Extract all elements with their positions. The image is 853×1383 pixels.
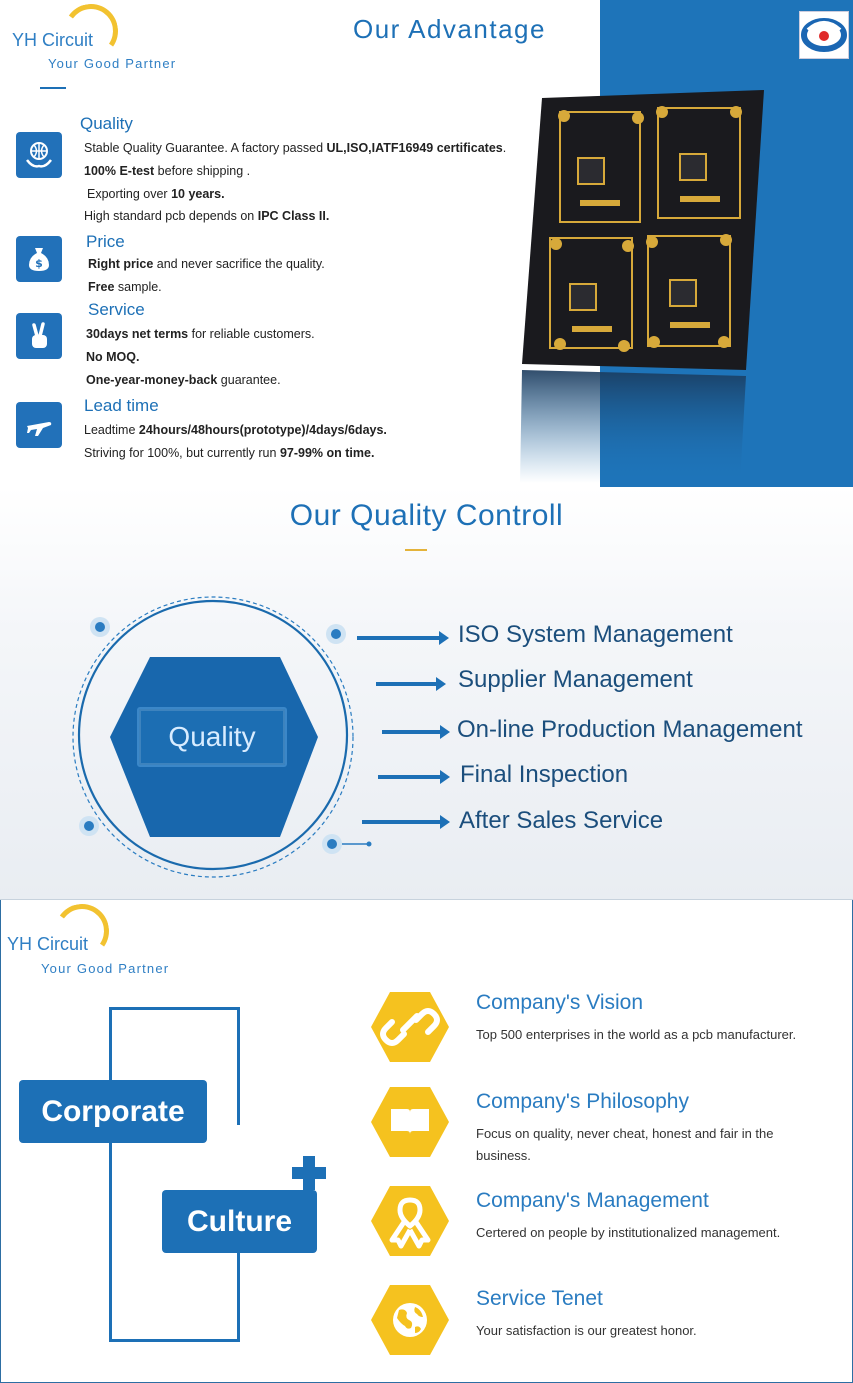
culture-heading: Company's Management [476, 1189, 709, 1212]
plus-icon [292, 1156, 326, 1190]
advantage-title: Our Advantage [353, 14, 546, 44]
globe-hands-icon [16, 132, 62, 178]
feature-line: Striving for 100%, but currently run 97-… [84, 446, 375, 460]
corporate-label: Corporate [19, 1080, 207, 1143]
feature-line: Leadtime 24hours/48hours(prototype)/4day… [84, 423, 387, 437]
corner-logo-icon [799, 11, 849, 59]
bracket-line [109, 1007, 112, 1342]
arrow-icon [376, 677, 446, 691]
quality-control-section: Our Quality Controll Quality ISO System … [0, 487, 853, 900]
feature-line: Free sample. [88, 280, 162, 294]
bracket-line [109, 1007, 240, 1010]
feature-line: Right price and never sacrifice the qual… [88, 257, 325, 271]
feature-line: One-year-money-back guarantee. [86, 373, 281, 387]
feature-line: Exporting over 10 years. [87, 187, 225, 201]
culture-heading: Company's Philosophy [476, 1090, 689, 1113]
brand-logo: YH Circuit Your Good Partner [7, 900, 207, 984]
orbit-dot-icon [79, 617, 372, 854]
victory-hand-icon [16, 313, 62, 359]
airplane-icon [16, 402, 62, 448]
qc-item-final-inspection: Final Inspection [460, 761, 629, 788]
qc-item-online-production: On-line Production Management [457, 716, 803, 743]
arrow-icon [362, 815, 450, 829]
feature-line: 100% E-test before shipping . [84, 164, 251, 178]
bracket-line [109, 1339, 240, 1342]
chain-link-icon [371, 992, 449, 1062]
feature-line: Stable Quality Guarantee. A factory pass… [84, 141, 507, 155]
brand-tagline: Your Good Partner [48, 56, 177, 71]
advantage-section: YH Circuit Your Good Partner Our Advanta… [0, 0, 853, 487]
logo-underline [40, 87, 66, 89]
culture-heading: Company's Vision [476, 991, 644, 1014]
arrow-icon [357, 631, 449, 645]
quality-center-label: Quality [137, 707, 287, 767]
feature-line: No MOQ. [86, 350, 140, 364]
quality-diagram [72, 596, 372, 878]
feature-heading-quality: Quality [80, 114, 133, 133]
feature-line: High standard pcb depends on IPC Class I… [84, 209, 330, 223]
feature-heading-lead-time: Lead time [84, 396, 159, 415]
ribbon-icon [371, 1186, 449, 1256]
culture-heading: Service Tenet [476, 1287, 603, 1310]
brand-logo: YH Circuit Your Good Partner [12, 0, 212, 84]
quality-control-title: Our Quality Controll [289, 499, 564, 532]
feature-heading-price: Price [86, 232, 125, 251]
money-bag-icon: $ [16, 236, 62, 282]
corporate-culture-section: YH Circuit Your Good Partner Corporate C… [0, 900, 853, 1383]
bracket-line [237, 1252, 240, 1342]
bracket-line [237, 1007, 240, 1125]
feature-heading-service: Service [88, 300, 145, 319]
qc-item-iso: ISO System Management [458, 621, 733, 648]
qc-item-after-sales: After Sales Service [459, 807, 664, 834]
brand-name: YH Circuit [7, 934, 89, 954]
brand-name: YH Circuit [12, 30, 94, 50]
feature-line: 30days net terms for reliable customers. [86, 327, 315, 341]
title-accent-line [405, 549, 427, 551]
pcb-board-image [520, 88, 768, 483]
open-book-icon [371, 1087, 449, 1157]
globe-icon [371, 1285, 449, 1355]
brand-tagline: Your Good Partner [41, 961, 170, 976]
culture-text: Certered on people by institutionalized … [476, 1225, 781, 1240]
culture-text: Top 500 enterprises in the world as a pc… [476, 1027, 797, 1042]
qc-item-supplier: Supplier Management [458, 666, 693, 693]
arrow-icon [378, 770, 450, 784]
arrow-icon [382, 725, 450, 739]
culture-text: Your satisfaction is our greatest honor. [476, 1323, 697, 1338]
culture-label: Culture [162, 1190, 317, 1253]
svg-text:$: $ [35, 257, 43, 270]
culture-text: Focus on quality, never cheat, honest an… [476, 1126, 774, 1163]
